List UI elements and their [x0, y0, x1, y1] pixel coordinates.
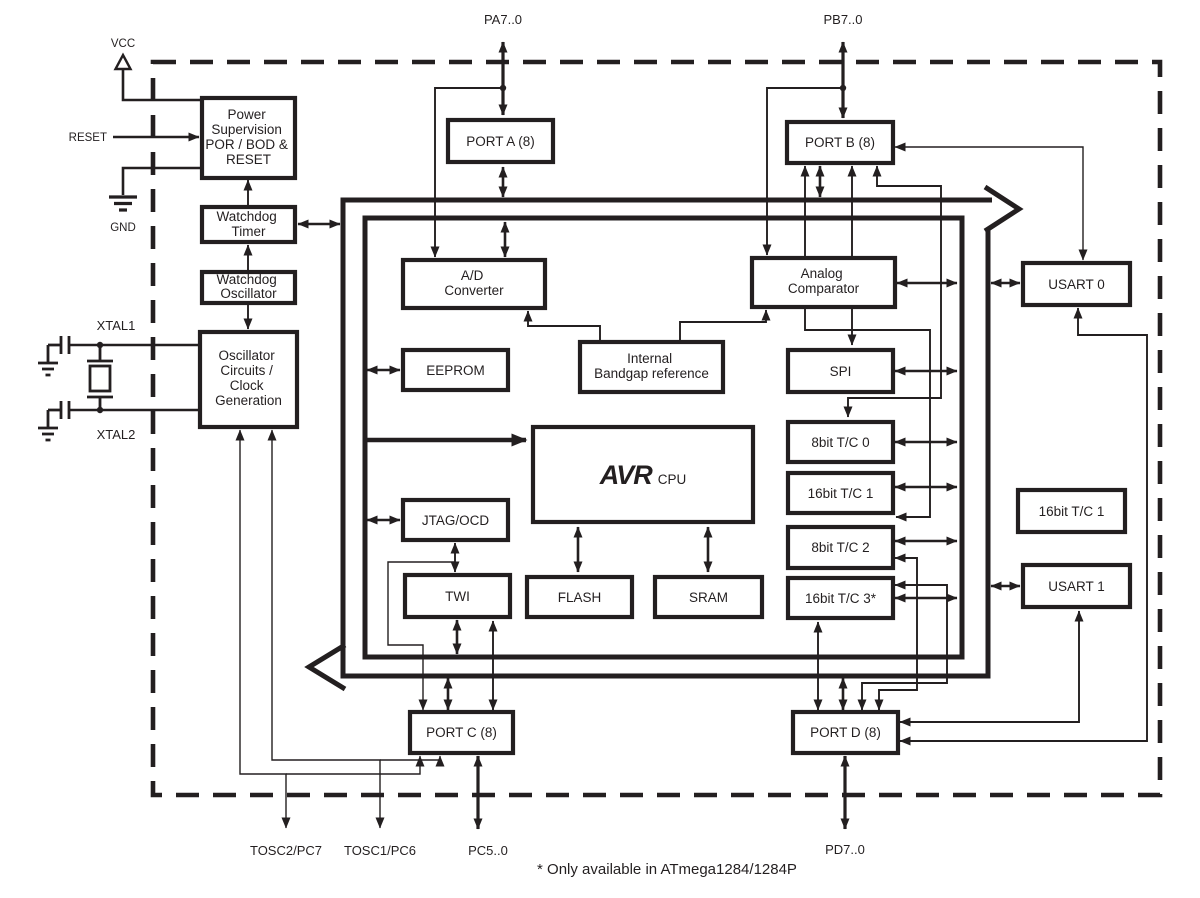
- ground2-icon: [38, 426, 58, 442]
- tc1-right-label: 16bit T/C 1: [1039, 504, 1105, 519]
- capacitor2-icon: [59, 401, 71, 419]
- port-d-label: PORT D (8): [810, 725, 881, 740]
- pin-xtal2: XTAL2: [97, 427, 136, 442]
- crystal-icon: [87, 345, 113, 410]
- wire-tosc1-net: [267, 429, 385, 829]
- pin-tosc2: TOSC2/PC7: [250, 843, 322, 858]
- block-flash: FLASH: [524, 574, 635, 620]
- usart0-label: USART 0: [1048, 277, 1105, 292]
- block-adc: A/D Converter: [400, 257, 548, 311]
- watchdog-timer-label: Watchdog Timer: [216, 209, 280, 239]
- usart1-label: USART 1: [1048, 579, 1105, 594]
- vcc-arrow-icon: [113, 52, 133, 71]
- wire-bandgap-comparator: [679, 309, 771, 342]
- block-twi: TWI: [402, 572, 513, 620]
- block-usart0: USART 0: [1020, 260, 1133, 308]
- block-usart1: USART 1: [1020, 562, 1133, 610]
- symbols: [38, 52, 847, 442]
- port-c-label: PORT C (8): [426, 725, 497, 740]
- ground1-icon: [38, 361, 58, 377]
- block-port-b: PORT B (8): [784, 119, 896, 166]
- pin-reset: RESET: [69, 132, 107, 144]
- adc-label: A/D Converter: [444, 268, 504, 298]
- power-label: Power Supervision POR / BOD & RESET: [205, 107, 291, 167]
- bus-arrow-left-icon: [304, 642, 347, 692]
- tc2-label: 8bit T/C 2: [811, 540, 869, 555]
- spi-label: SPI: [830, 364, 852, 379]
- junction-dot: [96, 341, 104, 349]
- chip-boundary-rect: [150, 59, 1163, 798]
- port-a-label: PORT A (8): [466, 134, 535, 149]
- sram-label: SRAM: [689, 590, 728, 605]
- tc0-label: 8bit T/C 0: [811, 435, 869, 450]
- tc3-label: 16bit T/C 3*: [805, 591, 877, 606]
- block-power-supervision: Power Supervision POR / BOD & RESET: [199, 95, 298, 181]
- watchdog-oscillator-label: Watchdog Oscillator: [216, 272, 280, 301]
- block-port-d: PORT D (8): [790, 709, 901, 756]
- oscillator-label: Oscillator Circuits / Clock Generation: [215, 348, 282, 408]
- wire-portb-usart0: [894, 142, 1088, 261]
- wire-pa-adc: [430, 87, 503, 258]
- pin-pb: PB7..0: [823, 12, 862, 27]
- wires: [46, 41, 1148, 830]
- junction-dot: [499, 84, 507, 92]
- block-tc3: 16bit T/C 3*: [785, 575, 896, 621]
- wire-tosc1-portc: [380, 755, 445, 767]
- wire-cap2: [46, 408, 61, 427]
- pin-pa: PA7..0: [484, 12, 522, 27]
- block-watchdog-oscillator: Watchdog Oscillator: [199, 269, 298, 306]
- footnote: * Only available in ATmega1284/1284P: [537, 861, 797, 878]
- pin-xtal1: XTAL1: [97, 318, 136, 333]
- pin-pc: PC5..0: [468, 843, 508, 858]
- blocks: Power Supervision POR / BOD & RESET Watc…: [197, 95, 1133, 756]
- pin-vcc: VCC: [111, 38, 135, 50]
- pin-gnd: GND: [110, 222, 136, 234]
- junction-dot: [839, 84, 847, 92]
- wire-portd-usart0: [899, 307, 1148, 746]
- block-sram: SRAM: [652, 574, 765, 620]
- wire-pb-comparator: [762, 87, 843, 256]
- chip-boundary: [150, 59, 1163, 798]
- bandgap-label: Internal Bandgap reference: [594, 351, 709, 381]
- wire-tosc2-portc: [286, 755, 425, 775]
- block-tc2: 8bit T/C 2: [785, 524, 896, 571]
- block-tc1-right: 16bit T/C 1: [1015, 487, 1128, 535]
- wire-jtag-portc: [387, 561, 455, 711]
- bus-arrow-right-icon: [983, 184, 1024, 234]
- block-port-a: PORT A (8): [445, 117, 556, 165]
- block-bandgap: Internal Bandgap reference: [577, 339, 726, 395]
- block-jtag-ocd: JTAG/OCD: [400, 497, 511, 543]
- wire-tosc2-net: [235, 429, 291, 829]
- jtag-label: JTAG/OCD: [422, 513, 490, 528]
- port-b-label: PORT B (8): [805, 135, 875, 150]
- flash-label: FLASH: [558, 590, 602, 605]
- block-tc0: 8bit T/C 0: [785, 419, 896, 465]
- capacitor1-icon: [59, 336, 71, 354]
- pin-labels: VCC RESET GND XTAL1 XTAL2 PA7..0 PB7..0 …: [69, 12, 865, 858]
- block-analog-comparator: Analog Comparator: [749, 255, 898, 310]
- tc1-label: 16bit T/C 1: [808, 486, 874, 501]
- eeprom-label: EEPROM: [426, 363, 485, 378]
- wire-bandgap-adc: [523, 310, 601, 342]
- block-eeprom: EEPROM: [400, 347, 511, 393]
- analog-comparator-label: Analog Comparator: [788, 266, 860, 296]
- pin-pd: PD7..0: [825, 842, 865, 857]
- wire-gnd: [121, 166, 202, 195]
- junction-dot: [96, 406, 104, 414]
- block-port-c: PORT C (8): [407, 709, 516, 756]
- block-spi: SPI: [785, 347, 896, 395]
- twi-label: TWI: [445, 589, 470, 604]
- block-oscillator-circuits: Oscillator Circuits / Clock Generation: [197, 329, 300, 430]
- gnd-icon: [109, 195, 137, 212]
- block-tc1: 16bit T/C 1: [785, 470, 896, 516]
- wire-cap1: [46, 343, 61, 362]
- pin-tosc1: TOSC1/PC6: [344, 843, 416, 858]
- wire-vcc: [121, 70, 202, 102]
- block-watchdog-timer: Watchdog Timer: [199, 204, 298, 245]
